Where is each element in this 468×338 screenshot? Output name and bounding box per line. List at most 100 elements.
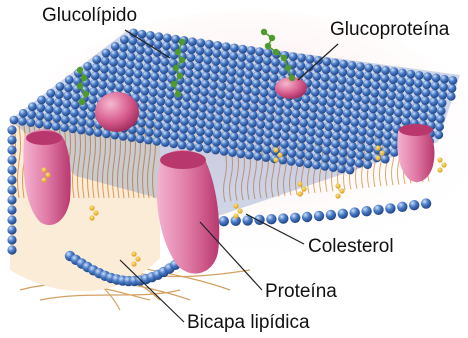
phospholipid-head [308, 112, 317, 121]
phospholipid-head [261, 72, 270, 81]
phospholipid-head [348, 142, 357, 151]
phospholipid-head [320, 81, 329, 90]
phospholipid-head [7, 135, 16, 144]
phospholipid-head [412, 95, 421, 104]
phospholipid-head [55, 90, 64, 99]
phospholipid-head [239, 125, 248, 134]
phospholipid-head [230, 124, 239, 133]
phospholipid-head [288, 141, 297, 150]
sugar-unit [179, 39, 185, 45]
phospholipid-head [224, 107, 233, 116]
phospholipid-head [226, 83, 235, 92]
phospholipid-head [187, 45, 196, 54]
phospholipid-head [107, 82, 116, 91]
sugar-unit [79, 99, 85, 105]
phospholipid-head [298, 126, 307, 135]
phospholipid-head [217, 90, 226, 99]
phospholipid-head [387, 91, 396, 100]
phospholipid-head [381, 66, 390, 75]
phospholipid-head [88, 95, 97, 104]
phospholipid-head [357, 135, 366, 144]
phospholipid-head [302, 212, 312, 222]
phospholipid-head [271, 58, 280, 67]
phospholipid-head [292, 101, 301, 110]
phospholipid-head [7, 155, 16, 164]
phospholipid-head [266, 105, 275, 114]
phospholipid-head [203, 144, 212, 153]
phospholipid-head [415, 71, 424, 80]
phospholipid-head [172, 108, 181, 117]
phospholipid-head [314, 137, 323, 146]
phospholipid-head [156, 97, 165, 106]
phospholipid-head [28, 102, 37, 111]
phospholipid-head [340, 141, 349, 150]
phospholipid-head [157, 89, 166, 98]
phospholipid-head [430, 89, 439, 98]
phospholipid-head [321, 154, 330, 163]
phospholipid-head [116, 75, 125, 84]
phospholipid-head [316, 121, 325, 130]
phospholipid-head [7, 195, 16, 204]
phospholipid-head [281, 132, 290, 141]
phospholipid-head [240, 118, 249, 127]
phospholipid-head [126, 60, 135, 69]
phospholipid-head [44, 113, 53, 122]
cholesterol-molecule [335, 183, 340, 188]
phospholipid-head [198, 103, 207, 112]
phospholipid-head [291, 117, 300, 126]
phospholipid-head [78, 118, 87, 127]
phospholipid-head [202, 64, 211, 73]
phospholipid-head [245, 62, 254, 71]
phospholipid-head [211, 146, 220, 155]
phospholipid-head [276, 99, 285, 108]
phospholipid-head [19, 109, 28, 118]
phospholipid-head [144, 55, 153, 64]
phospholipid-head [297, 142, 306, 151]
phospholipid-head [7, 235, 16, 244]
phospholipid-head [266, 214, 276, 224]
phospholipid-head [356, 62, 365, 71]
phospholipid-head [364, 71, 373, 80]
cholesterol-molecule [237, 208, 242, 213]
phospholipid-head [366, 128, 375, 137]
phospholipid-head [328, 90, 337, 99]
cholesterol-molecule [437, 157, 442, 162]
phospholipid-head [178, 141, 187, 150]
cholesterol-molecule [93, 210, 98, 215]
sugar-unit [289, 75, 295, 81]
phospholipid-head [421, 96, 430, 105]
phospholipid-head [305, 143, 314, 152]
phospholipid-head [312, 161, 321, 170]
phospholipid-head [360, 103, 369, 112]
cholesterol-molecule [233, 203, 238, 208]
phospholipid-head [108, 66, 117, 75]
phospholipid-head [153, 129, 162, 138]
phospholipid-head [334, 115, 343, 124]
phospholipid-head [162, 41, 171, 50]
phospholipid-head [260, 80, 269, 89]
phospholipid-head [163, 34, 172, 43]
sugar-unit [261, 29, 267, 35]
phospholipid-head [323, 138, 332, 147]
phospholipid-head [369, 105, 378, 114]
phospholipid-head [304, 151, 313, 160]
phospholipid-head [414, 79, 423, 88]
phospholipid-head [398, 69, 407, 78]
phospholipid-head [246, 135, 255, 144]
phospholipid-head [296, 150, 305, 159]
phospholipid-head [83, 62, 92, 71]
sugar-unit [281, 55, 287, 61]
phospholipid-head [254, 55, 263, 64]
phospholipid-head [351, 110, 360, 119]
phospholipid-head [396, 84, 405, 93]
phospholipid-head [331, 139, 340, 148]
phospholipid-head [268, 90, 277, 99]
phospholipid-head [229, 140, 238, 149]
phospholipid-head [364, 152, 373, 161]
phospholipid-head [296, 69, 305, 78]
phospholipid-head [128, 44, 137, 53]
phospholipid-head [26, 118, 35, 127]
phospholipid-head [115, 83, 124, 92]
phospholipid-head [77, 126, 86, 135]
phospholipid-head [223, 115, 232, 124]
